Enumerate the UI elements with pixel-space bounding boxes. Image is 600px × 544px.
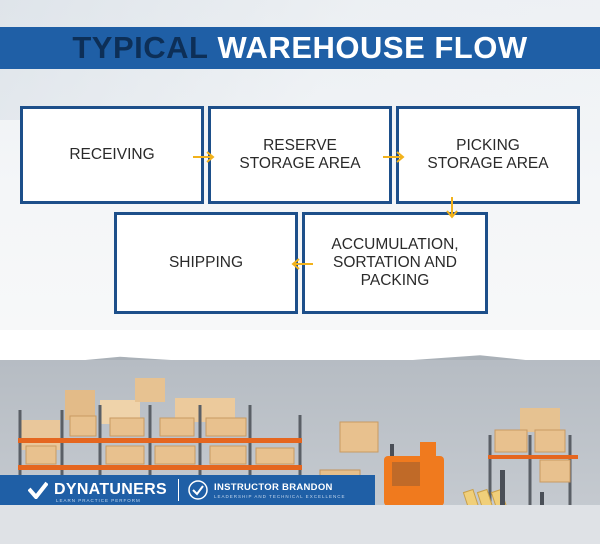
step-reserve-storage: RESERVE STORAGE AREA [208, 106, 392, 204]
branding-bar: DYNATUNERS LEARN PRACTICE PERFORM INSTRU… [0, 475, 375, 505]
step-picking-storage-label: PICKING STORAGE AREA [427, 137, 549, 172]
warehouse-floor [0, 505, 600, 544]
instructor-name: INSTRUCTOR BRANDON [214, 482, 333, 493]
title-main: WAREHOUSE FLOW [217, 30, 528, 65]
title-banner: TYPICAL WAREHOUSE FLOW [0, 27, 600, 69]
company-tagline: LEARN PRACTICE PERFORM [56, 498, 141, 503]
step-picking-storage: PICKING STORAGE AREA [396, 106, 580, 204]
arrow-down-icon [446, 197, 458, 219]
step-receiving-label: RECEIVING [69, 146, 155, 163]
arrow-left-icon [291, 258, 313, 270]
step-accumulation-label: ACCUMULATION, SORTATION AND PACKING [331, 236, 459, 289]
step-shipping: SHIPPING [114, 212, 298, 314]
dynatuners-logo-icon [28, 481, 48, 499]
step-receiving: RECEIVING [20, 106, 204, 204]
branding-divider [178, 479, 179, 501]
step-shipping-label: SHIPPING [168, 254, 244, 271]
title-prefix: TYPICAL [72, 30, 209, 65]
instructor-logo-icon [188, 480, 208, 500]
step-accumulation: ACCUMULATION, SORTATION AND PACKING [302, 212, 488, 314]
company-name: DYNATUNERS [54, 481, 167, 498]
step-reserve-storage-label: RESERVE STORAGE AREA [239, 137, 361, 172]
arrow-right-icon [383, 151, 405, 163]
arrow-right-icon [193, 151, 215, 163]
instructor-tagline: LEADERSHIP AND TECHNICAL EXCELLENCE [214, 494, 346, 499]
